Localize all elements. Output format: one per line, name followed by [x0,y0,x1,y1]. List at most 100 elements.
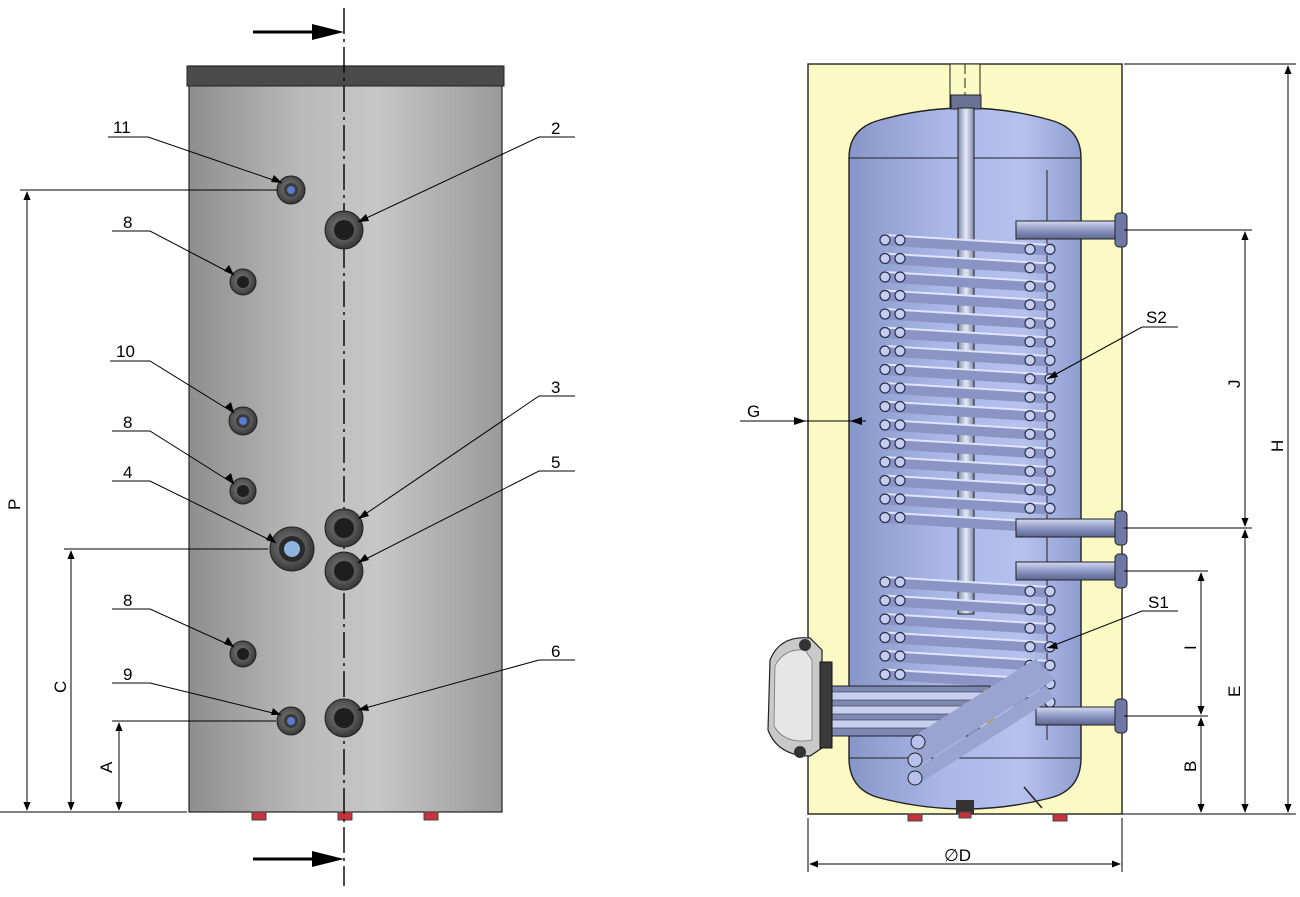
coil-section [1044,465,1056,477]
coil-section [879,474,891,487]
port-2 [324,210,364,250]
coil-section [879,650,891,662]
coil-section [894,456,906,468]
coil-turn [884,613,1053,635]
callout-8-upper: 8 [123,213,132,232]
coil-section [1044,354,1056,366]
coil-section [894,382,906,394]
nozzle-upper-1 [1015,212,1128,248]
dim-h-label: H [1268,440,1287,452]
dim-j-label: J [1225,380,1244,389]
coil-section [1044,410,1056,422]
coil-section [1024,354,1036,366]
coil-section [894,419,906,431]
tank-top-cap [186,65,505,87]
coil-section [894,668,906,681]
coil-section [879,613,891,625]
coil-turn [884,253,1053,275]
coil-turn [884,493,1053,515]
anode-head [950,94,982,110]
label-g: G [747,402,760,421]
coil-turn [884,632,1053,654]
coil-turn [884,234,1053,256]
callout-3: 3 [551,378,560,397]
callout-9: 9 [123,665,132,684]
coil-section [1044,299,1056,311]
coil-section [1044,391,1056,403]
callout-4: 4 [123,463,132,482]
coil-section [879,456,891,468]
port-5 [324,551,364,591]
port-8-upper [229,268,257,296]
coil-turn [884,456,1053,478]
coil-section [1024,410,1036,422]
coil-section [1044,622,1056,634]
coil-section [1044,336,1056,348]
nozzle-lower-1 [1015,553,1128,589]
coil-section [879,437,891,450]
coil-turn [884,595,1053,617]
coil-section [1024,622,1036,634]
coil-turn [884,401,1053,423]
nozzle-upper-2 [1015,510,1128,546]
coil-turn [884,327,1053,349]
section-view: S2 S1 G J H I E B ∅D [740,63,1296,872]
coil-section [894,326,906,339]
coil-section [1044,262,1056,274]
coil-section [1044,585,1056,597]
coil-section [1024,585,1036,597]
tank-feet [251,811,439,821]
coil-section [894,493,906,505]
port-6 [324,698,364,738]
diagonal-tubes [907,658,1054,786]
coil-section [894,437,906,450]
dim-i-label: I [1181,645,1200,650]
coil-section [894,345,906,357]
dim-p-label: P [5,499,24,510]
dim-c-label: C [51,681,70,693]
callout-10: 10 [116,342,135,361]
label-s1: S1 [1148,593,1169,612]
coil-section [1024,502,1036,514]
coil-section [1044,317,1056,329]
coil-section [894,594,906,607]
coil-section [1024,373,1036,385]
coil-section [1024,484,1036,496]
coil-section [879,668,891,681]
front-view: 11 8 10 8 4 8 9 2 3 5 6 P C A [0,8,575,886]
section-arrow-top [253,24,344,40]
coil-section [1044,502,1056,514]
callout-2: 2 [551,119,560,138]
coil-section [894,511,906,524]
callout-8-middle: 8 [123,413,132,432]
coil-section [894,474,906,487]
coil-section [1044,280,1056,292]
coil-section [879,576,891,588]
dim-d-label: ∅D [944,846,971,865]
coil-section [879,400,891,413]
port-11 [276,175,306,205]
coil-section [1044,447,1056,459]
section-arrow-bottom [253,851,344,867]
coil-section [879,363,891,376]
coil-section [879,493,891,505]
coil-section [879,308,891,320]
coil-turn [884,576,1053,598]
coil-turn [884,345,1053,367]
callout-5: 5 [551,453,560,472]
coil-section [894,308,906,320]
coil-section [1044,484,1056,496]
label-s2: S2 [1146,308,1167,327]
coil-section [894,400,906,413]
coil-turn [884,438,1053,460]
port-8-middle [229,477,257,505]
coil-turn [884,271,1053,293]
callout-6: 6 [551,642,560,661]
coil-section [1024,280,1036,292]
port-8-lower [229,640,257,668]
coil-section [1024,428,1036,440]
coil-section [1024,447,1036,459]
coil-section [1024,391,1036,403]
port-10 [228,406,258,436]
